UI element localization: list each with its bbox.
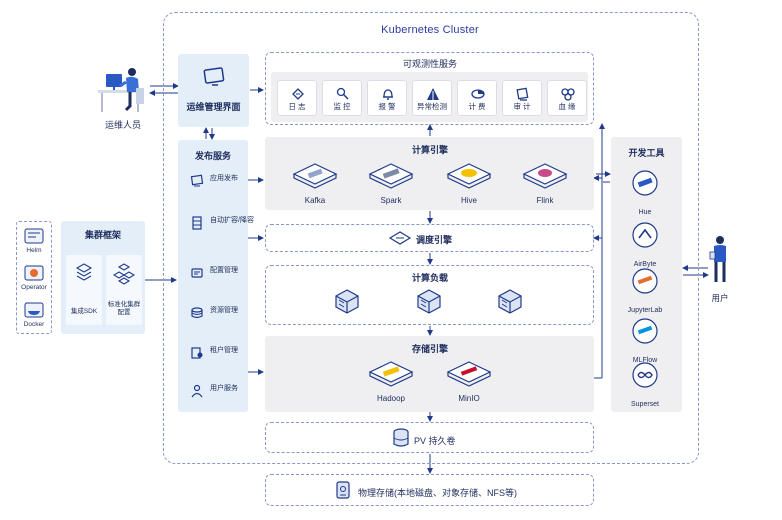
minio-logo-icon (446, 361, 492, 387)
storage-engine-panel (265, 336, 594, 412)
engine-hive: Hive (444, 160, 494, 208)
compute-load-title: 计算负载 (411, 273, 448, 283)
storage-hadoop: Hadoop (366, 358, 416, 406)
storage-minio: MinIO (444, 358, 494, 406)
storage-engine-title: 存储引擎 (411, 344, 448, 354)
ops-person-label: 运维人员 (104, 120, 141, 130)
workload-cube-icon-3 (498, 289, 522, 314)
flink-logo-icon (522, 163, 568, 189)
pv-disk-icon (393, 428, 409, 447)
cluster-framework-title: 集群框架 (84, 230, 121, 240)
obs-item-audit: 审 计 (502, 80, 542, 116)
jupyterlab-logo-icon (632, 268, 658, 294)
framework-standard-config: 标准化集群配置 (106, 255, 142, 325)
engine-kafka: Kafka (290, 160, 340, 208)
devtool-hue: Hue (617, 170, 673, 216)
observability-title: 可观测性服务 (402, 59, 457, 69)
physical-storage-icon (336, 481, 350, 499)
lineage-icon (561, 88, 575, 101)
framework-sdk: 集成SDK (66, 255, 102, 325)
autoscale-server-icon (192, 216, 202, 230)
sdk-cubes-icon (75, 263, 93, 281)
devtool-superset: Superset (617, 362, 673, 408)
hive-logo-icon (446, 163, 492, 189)
mlflow-logo-icon (632, 318, 658, 344)
framework-operator: Operator (20, 263, 48, 293)
publish-item-tenant: 租户管理 (190, 342, 258, 366)
docker-logo-icon (24, 302, 44, 318)
ops-ui-label: 运维管理界面 (186, 102, 241, 112)
publish-item-app-release: 应用发布 (190, 170, 258, 194)
obs-item-log: 日 志 (277, 80, 317, 116)
physical-storage-label: 物理存储(本地磁盘、对象存储、NFS等) (358, 488, 517, 498)
monitor-pen-icon (336, 87, 349, 100)
obs-item-alert: 报 警 (367, 80, 407, 116)
publish-item-user-service: 用户服务 (190, 380, 258, 404)
alert-bell-icon (383, 89, 393, 100)
tenant-icon (191, 347, 203, 359)
monitor-icon (203, 67, 225, 86)
obs-item-anomaly: 异常检测 (412, 80, 452, 116)
hadoop-logo-icon (368, 361, 414, 387)
audit-icon (516, 87, 529, 101)
kafka-logo-icon (292, 163, 338, 189)
publish-item-resource: 资源管理 (190, 302, 258, 326)
operator-at-desk-icon (98, 68, 144, 112)
pv-panel (265, 422, 594, 453)
airbyte-logo-icon (632, 222, 658, 248)
scheduler-panel (265, 224, 594, 252)
scheduler-label: 调度引擎 (416, 235, 453, 245)
hue-logo-icon (632, 170, 658, 196)
app-release-icon (190, 174, 204, 187)
devtool-jupyterlab: JupyterLab (617, 268, 673, 314)
ops-ui-panel: 运维管理界面 (178, 54, 249, 127)
framework-docker: Docker (20, 300, 48, 330)
engine-flink: Flink (520, 160, 570, 208)
physical-storage-panel (265, 474, 594, 506)
spark-logo-icon (368, 163, 414, 189)
framework-tools-column (16, 221, 52, 334)
workload-cube-icon-2 (417, 289, 441, 314)
ops-person-illustration (92, 62, 152, 114)
user-person-icon (709, 236, 726, 282)
log-icon (292, 88, 304, 100)
obs-item-lineage: 血 缘 (547, 80, 587, 116)
billing-chart-icon (471, 89, 485, 99)
compute-load-panel (265, 265, 594, 325)
operator-logo-icon (24, 265, 44, 281)
scheduler-icon (388, 231, 412, 245)
pv-label: PV 持久卷 (414, 436, 456, 446)
user-service-icon (191, 384, 203, 398)
superset-logo-icon (632, 362, 658, 388)
workload-cube-icon-1 (335, 289, 359, 314)
anomaly-triangle-icon (427, 88, 439, 100)
publish-item-config: 配置管理 (190, 262, 258, 286)
resource-stack-icon (191, 307, 203, 319)
kubernetes-cluster (163, 12, 699, 464)
compute-engine-title: 计算引擎 (411, 145, 448, 155)
devtool-airbyte: AirByte (617, 222, 673, 268)
config-icon (191, 268, 203, 278)
cluster-title: Kubernetes Cluster (381, 24, 479, 36)
publish-services-panel (178, 140, 248, 412)
helm-logo-icon (24, 228, 44, 244)
publish-title: 发布服务 (194, 151, 231, 161)
dev-tools-title: 开发工具 (628, 148, 665, 158)
observability-panel (265, 52, 594, 125)
obs-item-billing: 计 费 (457, 80, 497, 116)
framework-helm: Helm (20, 226, 48, 256)
devtool-mlflow: MLFlow (617, 318, 673, 364)
config-cubes-icon (113, 263, 135, 285)
engine-spark: Spark (366, 160, 416, 208)
obs-item-monitor: 监 控 (322, 80, 362, 116)
publish-item-autoscale: 自动扩容/降容 (190, 212, 258, 236)
user-label: 用户 (711, 293, 729, 303)
